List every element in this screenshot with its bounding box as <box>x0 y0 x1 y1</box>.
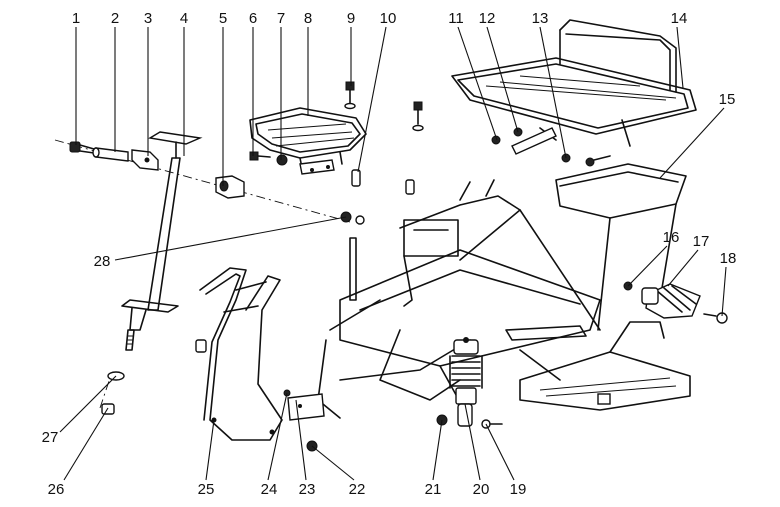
part-bolt-18 <box>703 312 728 324</box>
callout-5: 5 <box>219 10 227 27</box>
part-bracket-12 <box>511 127 557 155</box>
part-front-rack-14 <box>451 19 697 147</box>
part-swing-arm-25 <box>195 267 283 441</box>
callout-24: 24 <box>261 481 278 498</box>
callout-26: 26 <box>48 481 65 498</box>
callout-17: 17 <box>693 233 710 250</box>
part-bolt-9 <box>344 81 356 110</box>
callout-16: 16 <box>663 229 680 246</box>
part-clamp-3 <box>131 149 159 171</box>
callout-22: 22 <box>349 481 366 498</box>
assembly-axes <box>54 139 351 409</box>
callout-27: 27 <box>42 429 59 446</box>
leader-lines <box>59 26 727 481</box>
part-nut-7 <box>276 154 288 166</box>
callout-19: 19 <box>510 481 527 498</box>
part-rear-shock-17 <box>641 283 701 319</box>
callout-9: 9 <box>347 10 355 27</box>
part-bolt-19 <box>481 419 503 429</box>
callout-28: 28 <box>94 253 111 270</box>
part-sleeve-2 <box>92 147 129 162</box>
callout-18: 18 <box>720 250 737 267</box>
callout-14: 14 <box>671 10 688 27</box>
part-bolt-6 <box>249 151 271 161</box>
callout-25: 25 <box>198 481 215 498</box>
callout-23: 23 <box>299 481 316 498</box>
part-rear-rack-8 <box>249 107 367 169</box>
callout-3: 3 <box>144 10 152 27</box>
callout-12: 12 <box>479 10 496 27</box>
callout-11: 11 <box>448 10 464 27</box>
part-bolt-1 <box>69 141 95 154</box>
part-spacer-10 <box>351 169 361 187</box>
callout-6: 6 <box>249 10 257 27</box>
part-footrest-right <box>519 321 691 411</box>
callout-13: 13 <box>532 10 549 27</box>
callout-7: 7 <box>277 10 285 27</box>
callout-labels: 1 2 3 4 5 6 7 8 9 10 11 12 13 14 15 16 1… <box>42 10 737 498</box>
callout-2: 2 <box>111 10 119 27</box>
callout-21: 21 <box>425 481 442 498</box>
part-center-shock-20 <box>449 337 483 427</box>
part-steering-column-4 <box>121 131 203 351</box>
callout-15: 15 <box>719 91 736 108</box>
part-nut-28 <box>340 211 365 225</box>
callout-20: 20 <box>473 481 490 498</box>
part-bolt-13 <box>561 153 611 167</box>
part-bolt-spare <box>405 101 424 195</box>
callout-8: 8 <box>304 10 312 27</box>
part-collar-5 <box>215 175 245 199</box>
callout-10: 10 <box>380 10 397 27</box>
part-bracket-23 <box>287 393 325 421</box>
part-bracket-rack <box>299 159 335 175</box>
callout-4: 4 <box>180 10 188 27</box>
part-main-frame-15 <box>317 163 687 421</box>
callout-1: 1 <box>72 10 80 27</box>
